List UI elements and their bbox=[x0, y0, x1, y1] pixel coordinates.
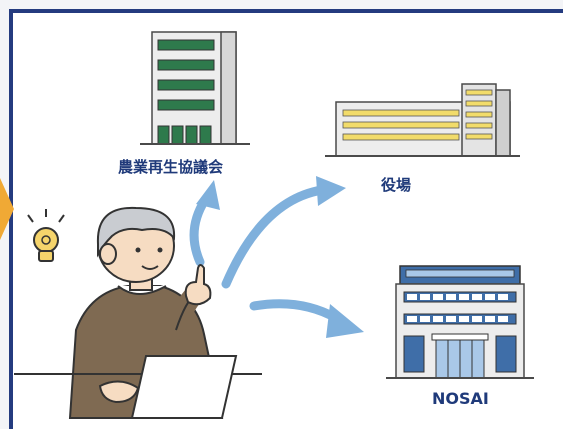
lightbulb-icon bbox=[27, 209, 65, 262]
office-label: 役場 bbox=[381, 176, 412, 194]
nosai-building-icon bbox=[386, 265, 534, 379]
arrow-to-office bbox=[221, 176, 346, 289]
arrow-to-nosai bbox=[249, 299, 364, 338]
diagram-scene bbox=[14, 31, 534, 419]
council-label: 農業再生協議会 bbox=[118, 158, 224, 176]
office-building-icon bbox=[325, 83, 520, 157]
side-orange-arrow bbox=[0, 178, 14, 240]
nosai-label: NOSAI bbox=[432, 389, 489, 408]
person-with-laptop-icon bbox=[14, 206, 262, 419]
arrow-to-council bbox=[189, 180, 220, 267]
council-building-icon bbox=[140, 31, 250, 145]
